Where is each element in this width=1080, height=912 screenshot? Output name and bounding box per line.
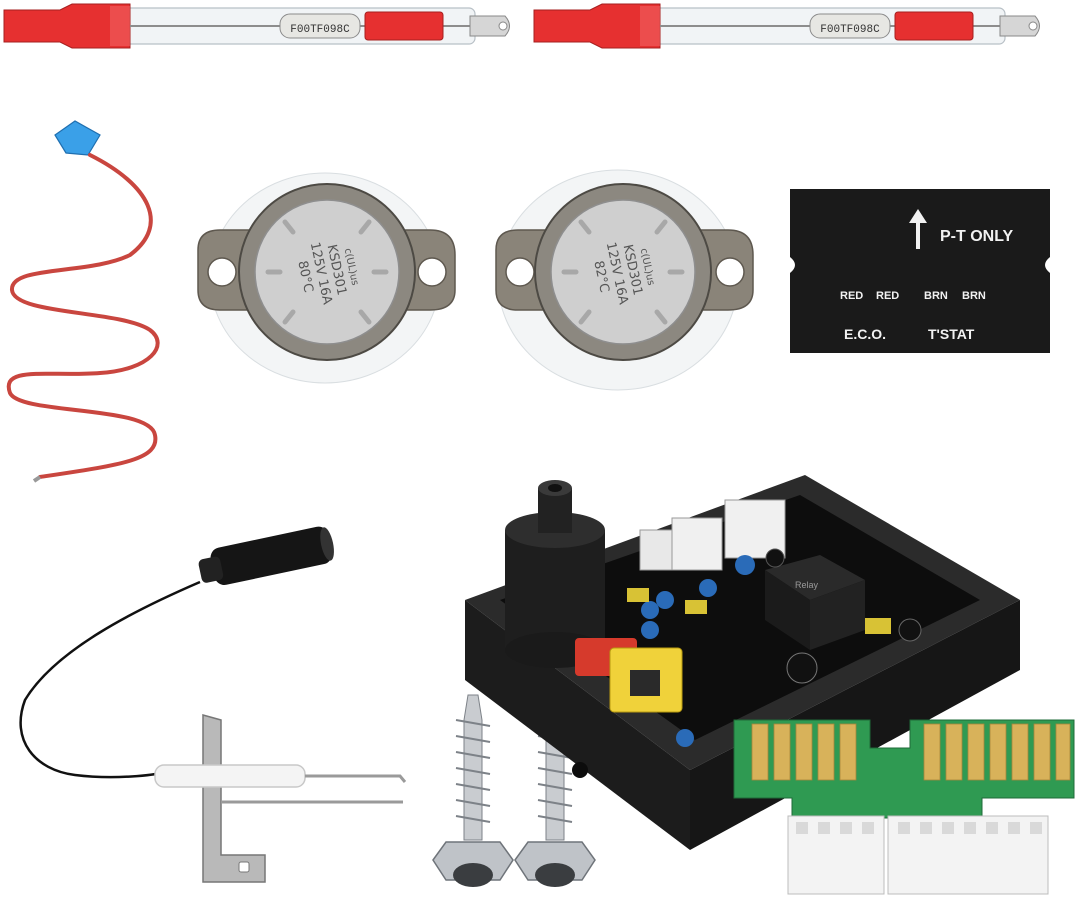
thermal-fuse-right: F00TF098C	[530, 0, 1050, 60]
igniter-electrode	[15, 510, 415, 910]
wire-label-1: RED	[840, 290, 863, 302]
wire-label-2: RED	[876, 290, 899, 302]
relay-print: Relay	[795, 580, 819, 590]
group-label-eco: E.C.O.	[844, 326, 886, 342]
thermal-fuse-left: F00TF098C	[0, 0, 520, 60]
thermostat-disc-right: c(UL)us KSD301 125V 16A 82°C	[488, 155, 768, 395]
coiled-red-wire	[0, 115, 180, 495]
temperature: 82°C	[590, 259, 611, 294]
thermostat-disc-left: c(UL)us KSD301 125V 16A 80°C	[190, 160, 470, 390]
temperature: 80°C	[294, 259, 315, 294]
mounting-screw-left	[428, 690, 518, 905]
wire-label-4: BRN	[962, 290, 986, 302]
fuse-print: F00TF098C	[290, 24, 350, 36]
group-label-tstat: T'STAT	[928, 326, 975, 342]
wire-label-3: BRN	[924, 290, 948, 302]
fuse-print: F00TF098C	[820, 24, 880, 36]
wiring-label-card: P-T ONLY RED RED BRN BRN E.C.O. T'STAT	[788, 187, 1053, 355]
card-title: P-T ONLY	[940, 228, 1014, 245]
edge-connector	[732, 718, 1077, 898]
